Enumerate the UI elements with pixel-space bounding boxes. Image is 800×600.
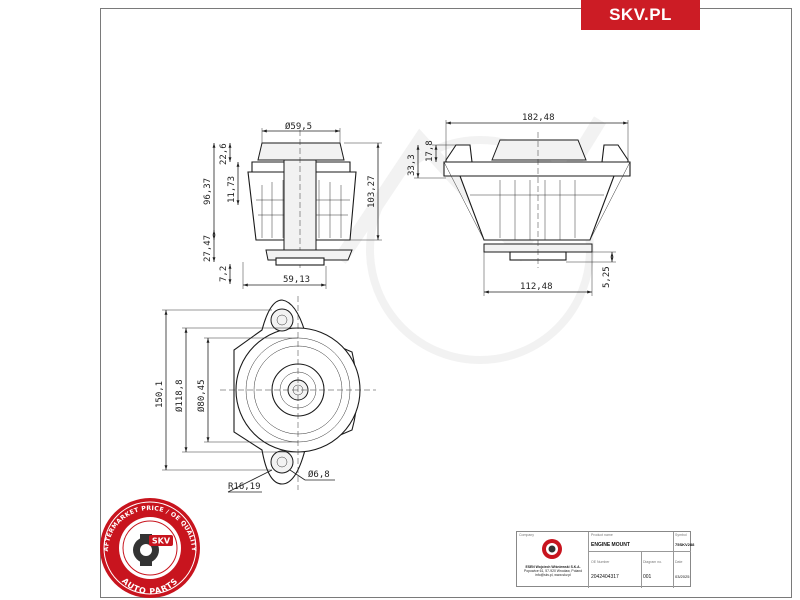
title-block: Company ESEN Wojciech Wiśniewski S.K.A. … bbox=[516, 531, 695, 588]
dim-front-7-2: 7,2 bbox=[219, 266, 229, 282]
oe-number: 2042404317 bbox=[591, 574, 619, 580]
diagram-no-header: Diagram no. bbox=[643, 560, 663, 564]
dim-front-top-dia: Ø59,5 bbox=[285, 121, 312, 132]
symbol-value: 75SKV288 bbox=[675, 542, 695, 547]
dim-plan-hole-dia: Ø6,8 bbox=[308, 469, 330, 480]
company-header: Company bbox=[519, 533, 534, 537]
dim-front-103-27: 103,27 bbox=[367, 175, 377, 208]
brand-label[interactable]: SKV.PL bbox=[581, 0, 700, 30]
plan-view bbox=[220, 296, 376, 490]
product-name: ENGINE MOUNT bbox=[591, 542, 630, 548]
diagram-no: 001 bbox=[643, 574, 652, 580]
product-name-header: Product name bbox=[591, 533, 613, 537]
dim-plan-dia-outer: Ø118,8 bbox=[174, 379, 185, 412]
dim-front-96-37: 96,37 bbox=[203, 178, 213, 205]
dim-side-5-25: 5,25 bbox=[602, 266, 612, 288]
front-view-dimensions: Ø59,5 22,6 11,73 96,37 103,27 27,47 7,2 … bbox=[203, 121, 382, 289]
side-view-dimensions: 182,48 17,8 33,3 112,48 5,25 bbox=[407, 113, 629, 296]
side-view bbox=[443, 132, 631, 268]
skv-seal: AFTERMARKET PRICE / OE QUALITY AUTO PART… bbox=[100, 498, 200, 598]
dim-front-27-47: 27,47 bbox=[203, 235, 213, 262]
company-line-3: info@skv.pl, www.skv.pl bbox=[535, 573, 571, 577]
symbol-header: Symbol bbox=[675, 533, 687, 537]
dim-plan-radius: R16,19 bbox=[228, 482, 261, 492]
dim-front-22-6: 22,6 bbox=[219, 143, 229, 165]
date-value: 03/2025 bbox=[675, 574, 690, 579]
dim-side-33-3: 33,3 bbox=[407, 154, 417, 176]
dim-front-11-73: 11,73 bbox=[227, 176, 237, 203]
dim-plan-dia-inner: Ø80,45 bbox=[196, 379, 207, 412]
seal-center-text: SKV bbox=[152, 537, 171, 546]
oe-number-header: OE Number bbox=[591, 560, 610, 564]
plan-view-dimensions: 150,1 Ø118,8 Ø80,45 R16,19 Ø6,8 bbox=[155, 309, 335, 493]
front-view bbox=[247, 130, 357, 268]
dim-front-base-width: 59,13 bbox=[283, 275, 310, 285]
dim-side-base-width: 112,48 bbox=[520, 282, 553, 292]
dim-side-top-width: 182,48 bbox=[522, 113, 555, 123]
drawing-frame bbox=[100, 8, 792, 598]
dim-plan-height: 150,1 bbox=[155, 381, 165, 408]
company-line-2: Popowice 61, 57-920 Wrocław, Poland bbox=[524, 569, 582, 573]
company-seal-icon bbox=[542, 539, 562, 559]
company-line-1: ESEN Wojciech Wiśniewski S.K.A. bbox=[525, 565, 581, 569]
dim-side-17-8: 17,8 bbox=[425, 140, 435, 162]
date-header: Date bbox=[675, 560, 683, 564]
